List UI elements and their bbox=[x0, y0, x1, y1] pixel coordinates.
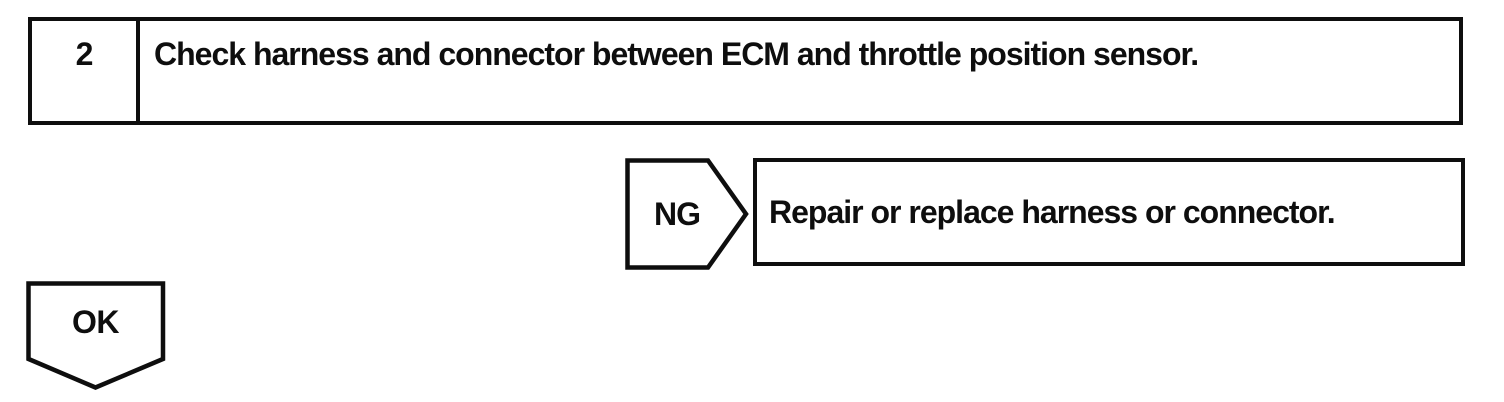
step-instruction-cell: Check harness and connector between ECM … bbox=[140, 21, 1459, 121]
ng-action-box: Repair or replace harness or connector. bbox=[753, 158, 1465, 266]
step-number: 2 bbox=[75, 36, 94, 72]
ok-label: OK bbox=[72, 304, 120, 340]
ng-connector: NG bbox=[625, 158, 751, 270]
ok-pentagon-down-icon bbox=[26, 281, 166, 390]
ng-action-text: Repair or replace harness or connector. bbox=[769, 194, 1336, 230]
step-number-cell: 2 bbox=[32, 21, 140, 121]
step-box: 2 Check harness and connector between EC… bbox=[28, 17, 1463, 125]
ok-connector: OK bbox=[26, 281, 166, 393]
ng-label: NG bbox=[654, 195, 701, 232]
ng-pentagon-right-icon bbox=[625, 158, 749, 270]
step-instruction: Check harness and connector between ECM … bbox=[154, 36, 1199, 72]
